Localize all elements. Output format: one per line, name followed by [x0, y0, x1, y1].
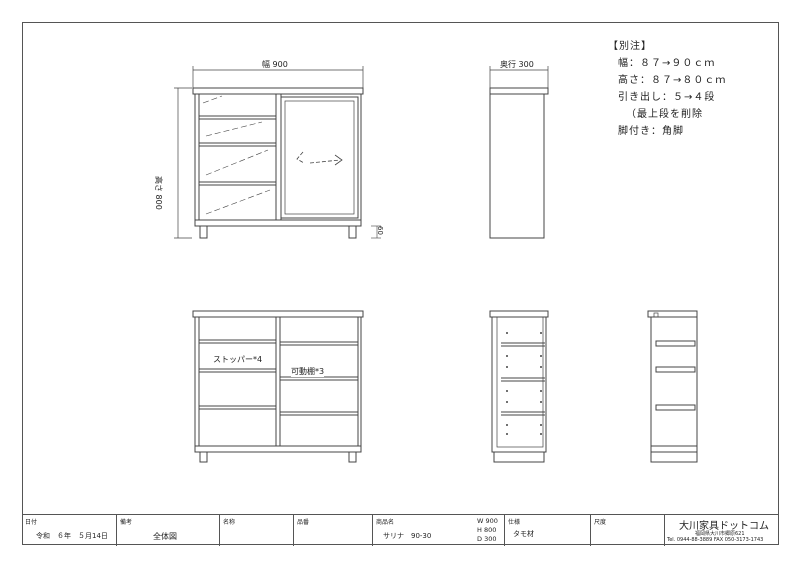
- note-width: 幅：８７→９０ｃｍ: [618, 58, 716, 69]
- dim-h: H 800: [477, 526, 497, 534]
- spec-cell: 仕様 タモ材: [505, 515, 591, 546]
- spec-label: 仕様: [508, 519, 521, 526]
- drawing-frame: [22, 22, 779, 545]
- depth-dimension-label: 奥行 300: [500, 60, 534, 69]
- front-view: [174, 66, 381, 239]
- remarks-value: 全体図: [153, 532, 177, 541]
- note-legs: 脚付き：角脚: [618, 126, 684, 137]
- company-address: 福岡県大川市郷原621: [695, 531, 745, 537]
- company-contact: Tel. 0944-88-3889 FAX 050-3173-1743: [667, 537, 764, 543]
- remarks-label: 備考: [120, 519, 133, 526]
- scale-label: 尺度: [594, 519, 607, 526]
- date-value: 令和 ６年 ５月14日: [36, 532, 108, 540]
- scale-cell: 尺度: [591, 515, 665, 546]
- note-drawers-detail: （最上段を削除: [626, 109, 703, 120]
- date-label: 日付: [25, 519, 38, 526]
- date-cell: 日付 令和 ６年 ５月14日: [22, 515, 117, 546]
- stopper-label: ストッパー*4: [213, 354, 263, 365]
- width-dimension-label: 幅 900: [262, 60, 288, 69]
- height-dimension-label: 高さ 800: [154, 176, 163, 210]
- front-interior-view: [192, 310, 364, 463]
- notes-header: 【別注】: [608, 41, 652, 52]
- company-cell: 大川家具ドットコム 福岡県大川市郷原621 Tel. 0944-88-3889 …: [665, 515, 779, 546]
- section-view: [489, 310, 549, 463]
- product-cell: 商品名 サリナ 90-30 W 900 H 800 D 300: [373, 515, 505, 546]
- note-height: 高さ：８７→８０ｃｍ: [618, 75, 727, 86]
- name-label: 名称: [223, 519, 236, 526]
- note-drawers: 引き出し：５→４段: [618, 92, 716, 103]
- leg-height-label: 60: [376, 226, 384, 235]
- product-value: サリナ 90-30: [383, 532, 432, 540]
- spec-value: タモ材: [513, 530, 534, 538]
- side-view: [489, 66, 549, 239]
- side-panel-view: [647, 310, 698, 463]
- dim-w: W 900: [477, 517, 498, 525]
- shelf-label: 可動棚*3: [291, 366, 325, 377]
- remarks-cell: 備考 全体図: [117, 515, 220, 546]
- part-number-cell: 品番: [294, 515, 373, 546]
- special-order-notes: 【別注】 幅：８７→９０ｃｍ 高さ：８７→８０ｃｍ 引き出し：５→４段 （最上段…: [608, 38, 726, 140]
- name-cell: 名称: [220, 515, 294, 546]
- company-name: 大川家具ドットコム: [679, 521, 769, 532]
- product-label: 商品名: [376, 519, 395, 526]
- dim-d: D 300: [477, 535, 497, 543]
- title-block: 日付 令和 ６年 ５月14日 備考 全体図 名称 品番 商品名 サリナ 90-3…: [22, 514, 779, 546]
- part-number-label: 品番: [297, 519, 310, 526]
